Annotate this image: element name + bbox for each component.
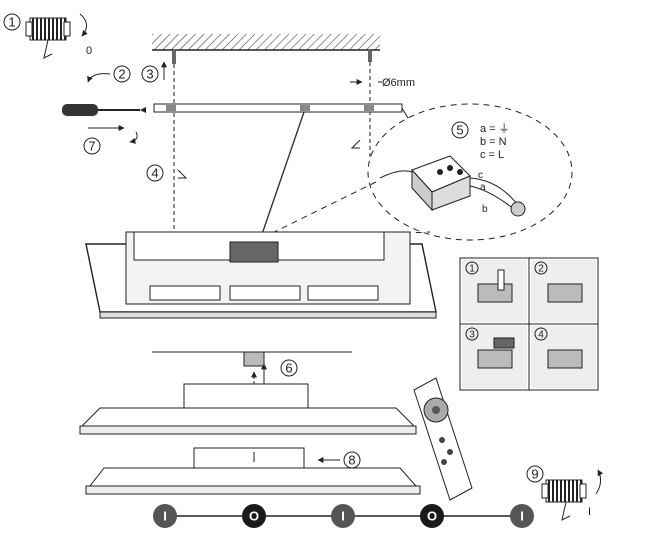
toggle-step-4: O xyxy=(420,504,444,528)
terminal-switch-off-icon: 1 0 xyxy=(3,13,92,59)
drill-size-annotation: Ø6mm xyxy=(350,77,415,89)
light-fixture-lower xyxy=(85,447,421,495)
battery-step-3: 3 xyxy=(462,326,527,388)
wire-a-label: a xyxy=(480,182,486,193)
svg-text:I: I xyxy=(341,509,345,524)
mounting-bracket xyxy=(153,103,409,241)
ceiling xyxy=(152,34,380,51)
battery-step-2: 2 xyxy=(531,260,596,322)
step-3-label: 3 xyxy=(146,67,153,82)
step-5-label: 5 xyxy=(456,123,463,138)
step-7-marker: 7 xyxy=(83,125,138,155)
wiring-legend-neutral: b = N xyxy=(480,136,507,148)
toggle-step-1: I xyxy=(153,504,177,528)
wiring-legend-ground: a = ⏚ xyxy=(480,122,510,135)
anchor-left-icon xyxy=(172,50,176,240)
step-7-label: 7 xyxy=(88,139,95,154)
toggle-sequence: I O I O I xyxy=(153,504,534,528)
toggle-step-5: I xyxy=(510,504,534,528)
svg-text:O: O xyxy=(427,509,437,524)
terminal-zoom-callout: 5 a = ⏚ b = N c = L c a b xyxy=(261,103,573,241)
light-fixture-upper xyxy=(79,383,417,435)
drill-size-label: Ø6mm xyxy=(382,77,415,89)
wiring-legend-live: c = L xyxy=(480,149,504,161)
step-9-label: 9 xyxy=(531,467,538,482)
step-8-marker: 8 xyxy=(317,451,361,469)
svg-text:2: 2 xyxy=(538,264,544,275)
step-6-marker: 6 xyxy=(152,351,352,394)
step-2-marker: 2 xyxy=(87,65,131,83)
step-2-label: 2 xyxy=(118,67,125,82)
svg-text:I: I xyxy=(520,509,524,524)
step-4-label: 4 xyxy=(151,166,158,181)
step-8-label: 8 xyxy=(348,453,355,468)
wire-b-label: b xyxy=(482,204,488,215)
step-6-label: 6 xyxy=(285,361,292,376)
svg-text:O: O xyxy=(249,509,259,524)
svg-text:I: I xyxy=(163,509,167,524)
battery-steps-panel: 1 2 3 4 xyxy=(459,257,599,391)
step-3-marker: 3 xyxy=(141,61,167,83)
screwdriver-icon xyxy=(62,104,146,116)
terminal-block-icon xyxy=(411,155,471,212)
toggle-step-3: I xyxy=(331,504,355,528)
svg-text:1: 1 xyxy=(469,264,475,275)
battery-step-4: 4 xyxy=(531,326,596,388)
terminal-switch-on-icon: 9 I xyxy=(526,465,604,521)
svg-text:4: 4 xyxy=(538,330,544,341)
step-1-label: 1 xyxy=(8,15,15,30)
toggle-step-2: O xyxy=(242,504,266,528)
switch-on-state: I xyxy=(588,506,591,518)
light-panel xyxy=(85,231,437,319)
switch-off-state: 0 xyxy=(86,45,92,57)
remote-control-icon xyxy=(413,377,473,501)
battery-step-1: 1 xyxy=(462,260,527,322)
wire-c-label: c xyxy=(478,170,483,181)
step-4-marker: 4 xyxy=(146,139,361,182)
svg-text:3: 3 xyxy=(469,330,475,341)
